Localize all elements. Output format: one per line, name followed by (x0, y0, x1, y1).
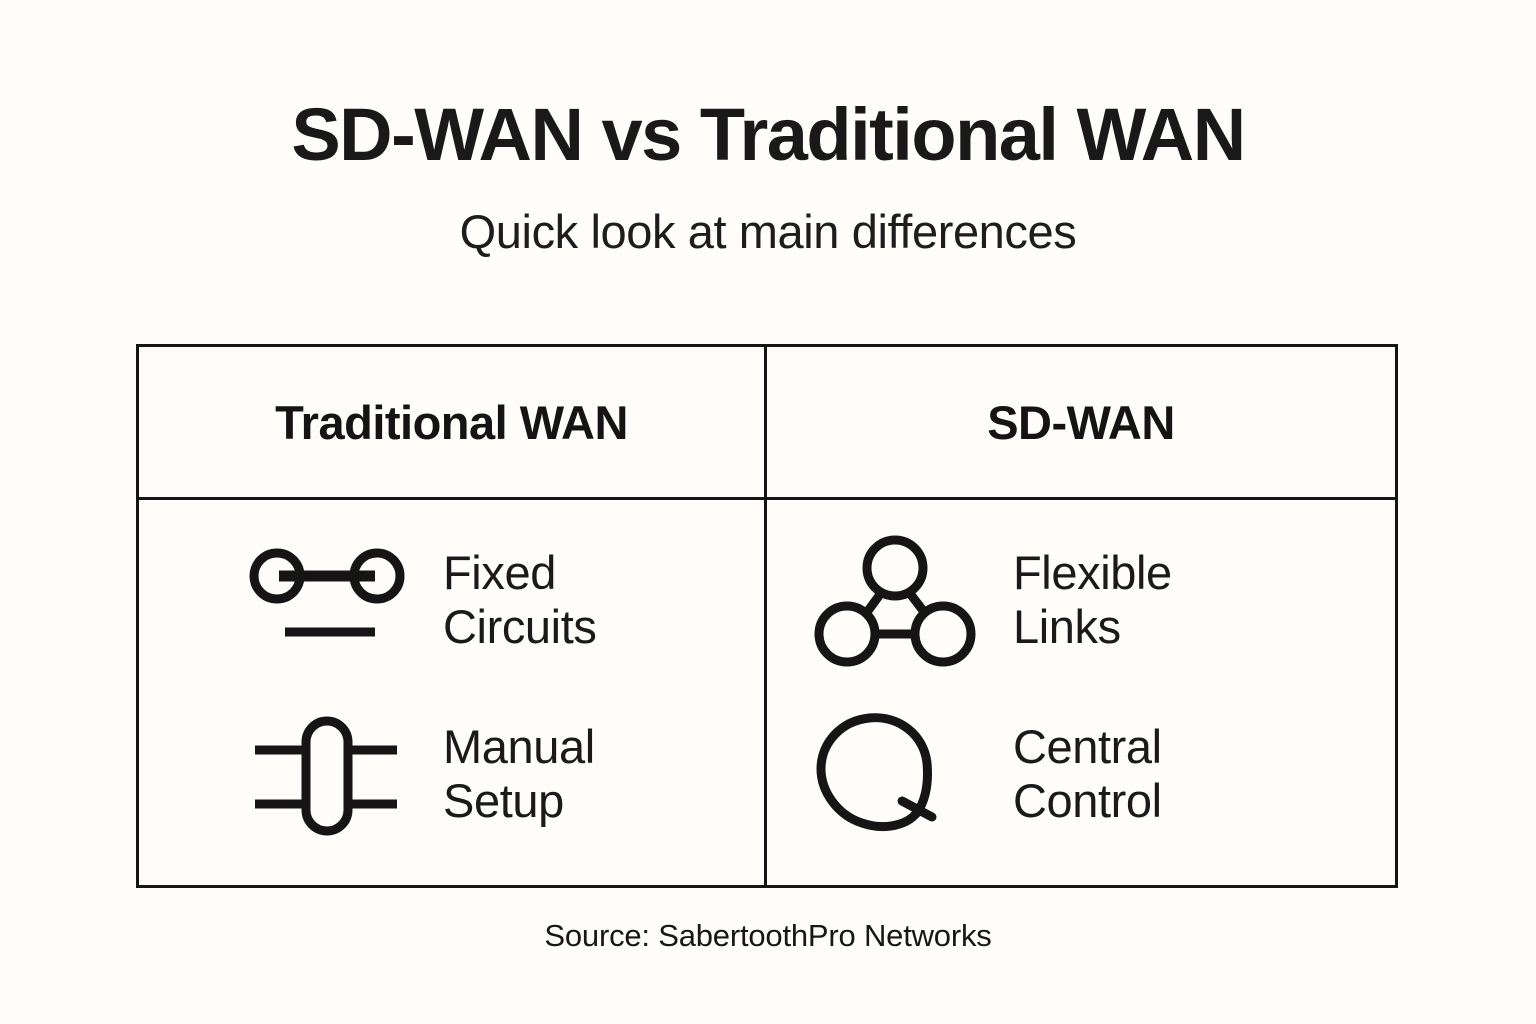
column-header-label: Traditional WAN (275, 395, 628, 449)
column-header-label: SD-WAN (987, 395, 1175, 449)
comparison-table: Traditional WAN SD-WAN (136, 344, 1398, 888)
feature-row: Manual Setup (139, 698, 764, 850)
two-nodes-fixed-link-icon (237, 530, 417, 670)
table-header-cell-sdwan: SD-WAN (767, 347, 1395, 497)
table-header-cell-traditional: Traditional WAN (139, 347, 767, 497)
table-header-row: Traditional WAN SD-WAN (139, 347, 1395, 500)
page-title: SD-WAN vs Traditional WAN (291, 93, 1246, 176)
feature-row: Fixed Circuits (139, 524, 764, 676)
feature-row: Central Control (767, 698, 1395, 850)
table-body: Fixed Circuits Manual Setup (139, 500, 1395, 885)
feature-row: Flexible Links (767, 524, 1395, 676)
feature-label: Manual Setup (443, 719, 595, 827)
hand-drawn-circle-icon (807, 704, 987, 844)
feature-label: Central Control (1013, 719, 1162, 827)
feature-label: Flexible Links (1013, 545, 1172, 653)
table-column-sdwan: Flexible Links Central Control (767, 500, 1395, 885)
source-attribution: Source: SabertoothPro Networks (544, 918, 992, 953)
feature-label: Fixed Circuits (443, 545, 597, 653)
three-node-mesh-icon (807, 530, 987, 670)
table-column-traditional: Fixed Circuits Manual Setup (139, 500, 767, 885)
page-subtitle: Quick look at main differences (459, 205, 1077, 258)
manual-patch-capsule-icon (237, 704, 417, 844)
